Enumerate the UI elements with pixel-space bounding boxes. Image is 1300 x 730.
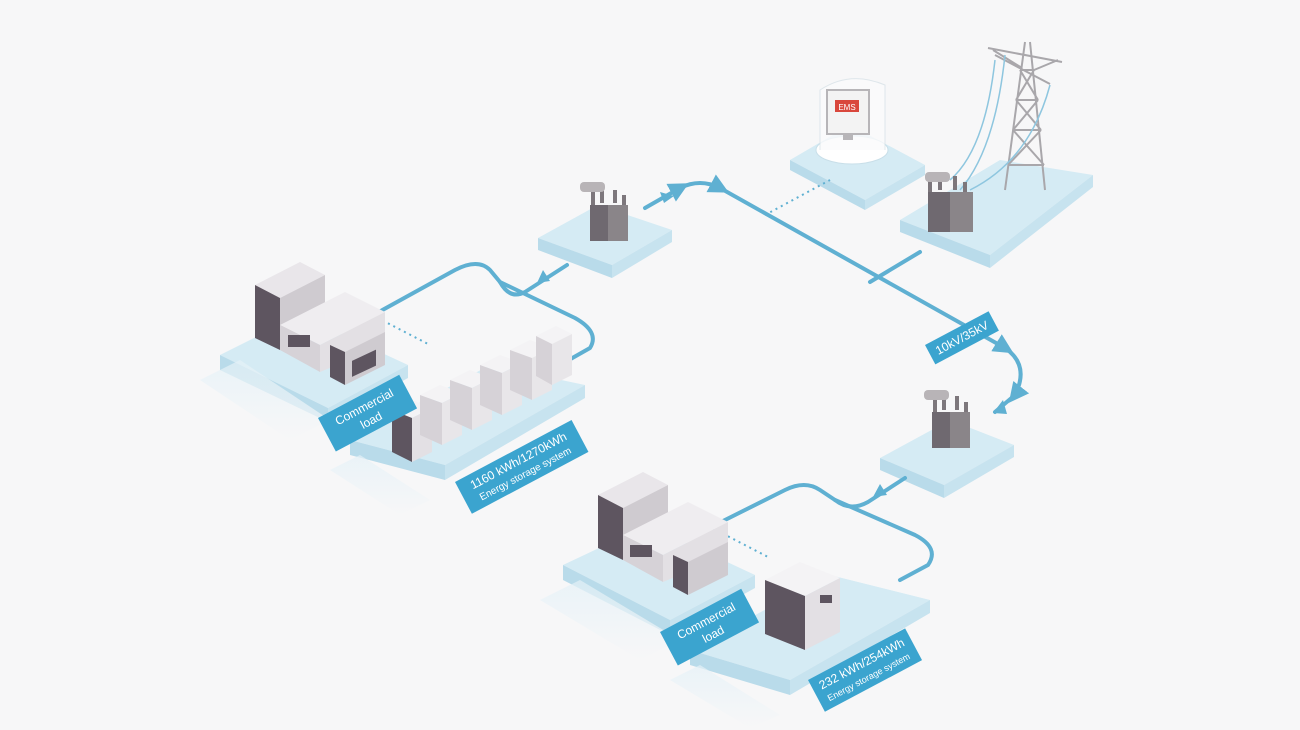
transformer-platform-right — [880, 420, 1014, 498]
ems-monitor-icon: EMS — [815, 78, 889, 165]
arrow-4 — [873, 484, 887, 497]
site2-feed-line — [703, 476, 907, 532]
grid-feed-line — [868, 250, 922, 284]
flow-arrows — [537, 192, 1007, 497]
battery-cabinet-icon — [536, 326, 572, 385]
tower-wires — [949, 54, 1051, 191]
arrow-1 — [660, 192, 674, 203]
arrow-2 — [537, 270, 550, 283]
site1-comm-line — [371, 314, 431, 346]
transformer-icon-right — [924, 390, 970, 448]
transformer-icon-grid — [925, 172, 973, 232]
arrow-3 — [993, 400, 1007, 414]
transmission-tower-icon — [987, 41, 1063, 191]
site2-comm-line — [711, 527, 771, 559]
power-lines — [366, 174, 1030, 582]
battery-cabinet-icon — [765, 562, 840, 650]
site1-building-icon — [255, 262, 385, 385]
site1-storage-line — [498, 280, 595, 367]
site1-feed-line — [366, 262, 569, 320]
transformer-icon-top — [580, 182, 628, 241]
site2-storage-line — [833, 498, 934, 582]
ems-screen-text: EMS — [838, 103, 855, 112]
backbone-line — [643, 174, 1030, 414]
site2-building-icon — [598, 472, 728, 595]
ems-comm-line — [764, 179, 831, 216]
dotted-lines — [371, 179, 831, 559]
